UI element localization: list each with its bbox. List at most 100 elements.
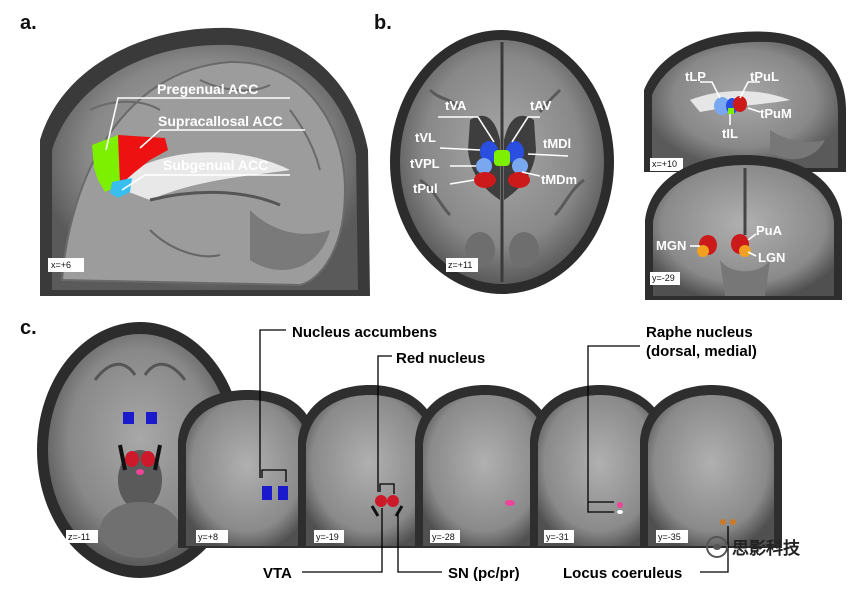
red-leader [377,355,392,492]
panel-c-coronal-5 [640,385,782,548]
supracallosal-acc-region [118,135,168,185]
tLP-region [714,97,730,115]
coord-a: x=+6 [51,260,71,270]
tPuM-leader [747,107,761,113]
tPul-leader [449,179,475,185]
tPuL-leader [739,81,760,99]
c-axial-red-left [125,451,139,467]
c-axial-raphe [136,469,144,475]
tPul-region [474,172,496,188]
tVL-leader [439,147,481,151]
lc-leader [700,526,729,573]
pregenual-leader [105,97,290,151]
coord-c5: y=-35 [658,532,681,542]
subgenual-leader [121,174,290,191]
coord-box-c5 [656,530,688,543]
coord-box-c2 [314,530,344,543]
coord-box-c4 [544,530,574,543]
c2-red-left [375,495,387,507]
pregenual-acc-label: Pregenual ACC [157,81,258,97]
panel-c-coronal-4 [530,385,669,548]
tVPL-region [476,158,492,174]
c-axial-red-right [141,451,155,467]
c-axial-nacc-left [123,412,134,424]
c4-raphe-medial [617,510,623,514]
panel-c-coronal-1 [178,390,316,548]
c5-lc-left [720,519,726,525]
tPul-label: tPul [413,181,438,196]
vta-label: VTA [263,565,292,582]
raphe-nucleus-sublabel: (dorsal, medial) [646,343,757,360]
coord-c4: y=-31 [546,532,569,542]
tMDm-side-region [512,158,528,174]
tMDl-label: tMDl [543,136,571,151]
nacc-bracket [261,469,287,482]
tIL-label: tIL [722,126,738,141]
c5-lc-right [730,519,736,525]
tAV-label: tAV [530,98,552,113]
tVA-leader [438,116,495,143]
c4-raphe-dorsal [617,502,623,508]
tMDl-leader [527,153,569,157]
tPuL-label: tPuL [750,69,779,84]
c-axial-nacc-right [146,412,157,424]
tMDm-label: tMDm [541,172,577,187]
subgenual-acc-region [110,178,132,198]
pregenual-acc-region [92,135,120,192]
c-axial-sn [118,444,162,471]
watermark: 思影科技 [706,534,800,559]
sn-label: SN (pc/pr) [448,565,520,582]
tPuM-label: tPuM [760,106,792,121]
supracallosal-acc-label: Supracallosal ACC [158,113,283,129]
coord-b-sagittal: x=+10 [652,159,677,169]
panel-b-label: b. [374,12,392,34]
panel-b-coronal-brain [645,155,842,300]
coord-box-c1 [196,530,228,543]
c2-red-right [387,495,399,507]
tPuM-region [733,96,747,112]
coord-c2: y=-19 [316,532,339,542]
tVA-label: tVA [445,98,467,113]
subgenual-acc-label: Subgenual ACC [163,157,268,173]
red-nucleus-label: Red nucleus [396,350,485,367]
nacc-leader [259,329,286,478]
watermark-text: 思影科技 [732,539,800,559]
wechat-icon [706,535,728,558]
PuA-leader [747,233,757,241]
MGN-orange-region [697,245,709,257]
tMDm-leader [521,171,541,177]
coord-box-b-coronal [650,272,680,285]
coord-box-b-sagittal [650,158,683,171]
coord-b-coronal: y=-29 [652,273,675,283]
raphe-nucleus-label: Raphe nucleus [646,324,753,341]
LGN-label: LGN [758,250,785,265]
nucleus-accumbens-label: Nucleus accumbens [292,324,437,341]
tLP-label: tLP [685,69,706,84]
coord-box-c3 [430,530,460,543]
LGN-leader [747,251,757,257]
panel-c-coronal-3 [415,385,554,548]
tVL-region [480,141,498,163]
red-bracket [379,483,395,494]
tMDl-region [506,141,524,163]
panel-a-label: a. [20,12,37,34]
supracallosal-leader [139,129,305,149]
coord-b-axial: z=+11 [448,260,472,270]
coord-c3: y=-28 [432,532,455,542]
coord-box-c0 [66,530,98,543]
vta-leader [302,508,383,573]
tAV-leader [511,116,540,143]
raphe-leader [587,345,640,513]
PuA-label: PuA [756,223,783,238]
tPul-right-region [508,172,530,188]
c1-nacc-left [262,486,272,500]
c1-nacc-right [278,486,288,500]
c2-sn [370,505,404,517]
locus-coeruleus-label: Locus coeruleus [563,565,682,582]
tMD-region [494,150,510,166]
tVL-label: tVL [415,130,436,145]
panel-c-label: c. [20,317,37,339]
coord-box-a [48,258,84,272]
